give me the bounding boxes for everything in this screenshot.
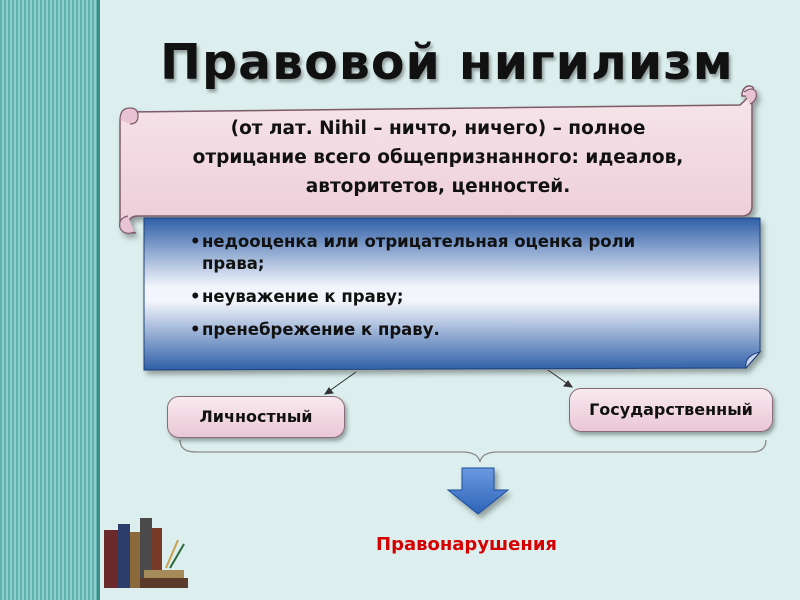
decorative-stripe bbox=[0, 0, 97, 600]
list-item-text: недооценка или отрицательная оценка роли bbox=[202, 232, 636, 251]
bullet: • bbox=[190, 320, 201, 339]
books-icon bbox=[104, 518, 188, 588]
definition-line-3: авторитетов, ценностей. bbox=[305, 176, 571, 197]
manifestations-box bbox=[143, 217, 762, 371]
down-arrow bbox=[446, 467, 510, 515]
consequence-label: Правонарушения bbox=[376, 534, 557, 555]
list-item: •недооценка или отрицательная оценка рол… bbox=[190, 231, 750, 275]
bullet: • bbox=[190, 232, 201, 251]
definition-scroll bbox=[119, 85, 757, 234]
curly-brace bbox=[179, 439, 767, 463]
type-state: Государственный bbox=[569, 388, 773, 432]
page-title: Правовой нигилизм bbox=[160, 34, 734, 91]
definition-text: (от лат. Nihil – ничто, ничего) – полное… bbox=[128, 114, 748, 201]
definition-line-2: отрицание всего общепризнанного: идеалов… bbox=[192, 147, 684, 168]
list-item-text: неуважение к праву; bbox=[202, 287, 404, 306]
list-item-text: пренебрежение к праву. bbox=[202, 320, 440, 339]
definition-line-1: (от лат. Nihil – ничто, ничего) – полное bbox=[230, 118, 646, 139]
type-personal: Личностный bbox=[167, 396, 345, 438]
manifestations-list: •недооценка или отрицательная оценка рол… bbox=[190, 231, 750, 352]
stripe-edge bbox=[97, 0, 100, 600]
bullet: • bbox=[190, 287, 201, 306]
list-item: •неуважение к праву; bbox=[190, 286, 750, 308]
connector-arrows bbox=[323, 369, 574, 395]
list-item: •пренебрежение к праву. bbox=[190, 319, 750, 341]
list-item-text-cont: права; bbox=[202, 254, 265, 273]
